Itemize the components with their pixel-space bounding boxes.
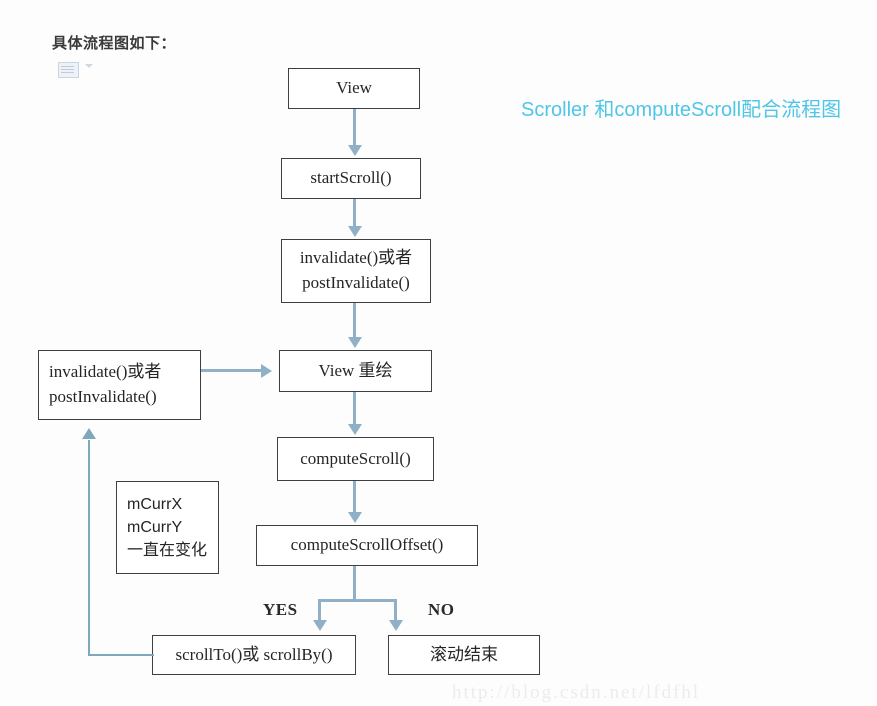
node-start-scroll-label: startScroll() [310,168,392,188]
edge-loop-vertical [88,440,90,655]
arrowhead-view-redraw-to-compute-scroll [348,424,362,435]
edge-start-scroll-to-invalidate [353,199,356,228]
edge-offset-branch-stem [353,566,356,600]
node-invalidate-left-line1: invalidate()或者 [49,362,162,382]
edge-invalidate-to-view-redraw [353,303,356,339]
node-view: View [288,68,420,109]
arrowhead-branch-no [389,620,403,631]
node-view-label: View [336,78,372,98]
node-invalidate-main-line1: invalidate()或者 [299,248,413,268]
edge-branch-yes-leg [318,599,321,623]
node-invalidate-left: invalidate()或者 postInvalidate() [38,350,201,420]
chevron-down-icon [85,64,93,68]
node-compute-scroll: computeScroll() [277,437,434,481]
node-invalidate-left-line2: postInvalidate() [49,387,157,406]
node-compute-scroll-offset: computeScrollOffset() [256,525,478,566]
edge-view-to-start-scroll [353,109,356,147]
arrowhead-branch-yes [313,620,327,631]
node-compute-scroll-label: computeScroll() [300,448,411,468]
node-mcurr-line1: mCurrX [127,495,183,513]
node-invalidate-main: invalidate()或者 postInvalidate() [281,239,431,303]
node-mcurr: mCurrX mCurrY 一直在变化 [116,481,219,574]
edge-loop-horizontal [88,654,154,656]
node-scroll-to: scrollTo()或 scrollBy() [152,635,356,675]
node-view-redraw-label: View 重绘 [318,360,393,380]
document-icon [58,62,79,78]
watermark: http://blog.csdn.net/lfdfhl [452,682,701,703]
arrowhead-view-to-start-scroll [348,145,362,156]
branch-label-yes: YES [263,600,298,619]
node-view-redraw: View 重绘 [279,350,432,392]
edge-view-redraw-to-compute-scroll [353,392,356,425]
edge-invalidate-left-to-view-redraw [201,369,263,372]
branch-label-no: NO [428,600,455,619]
arrowhead-invalidate-left-to-view-redraw [261,364,272,378]
node-compute-scroll-offset-label: computeScrollOffset() [290,535,444,555]
chart-title: Scroller 和computeScroll配合流程图 [521,99,842,121]
page-title: 具体流程图如下： [52,35,177,52]
arrowhead-compute-scroll-to-offset [348,512,362,523]
node-scroll-end-label: 滚动结束 [430,644,498,664]
node-start-scroll: startScroll() [281,158,421,199]
arrowhead-loop-to-invalidate-left [82,428,96,439]
arrowhead-invalidate-to-view-redraw [348,337,362,348]
node-mcurr-line3: 一直在变化 [127,542,208,560]
node-invalidate-main-line2: postInvalidate() [302,273,410,292]
arrowhead-start-scroll-to-invalidate [348,226,362,237]
edge-compute-scroll-to-offset [353,481,356,513]
edge-branch-no-leg [394,599,397,623]
node-scroll-end: 滚动结束 [388,635,540,675]
node-mcurr-line2: mCurrY [127,518,183,536]
edge-branch-bar [318,599,397,602]
node-scroll-to-label: scrollTo()或 scrollBy() [175,644,333,664]
